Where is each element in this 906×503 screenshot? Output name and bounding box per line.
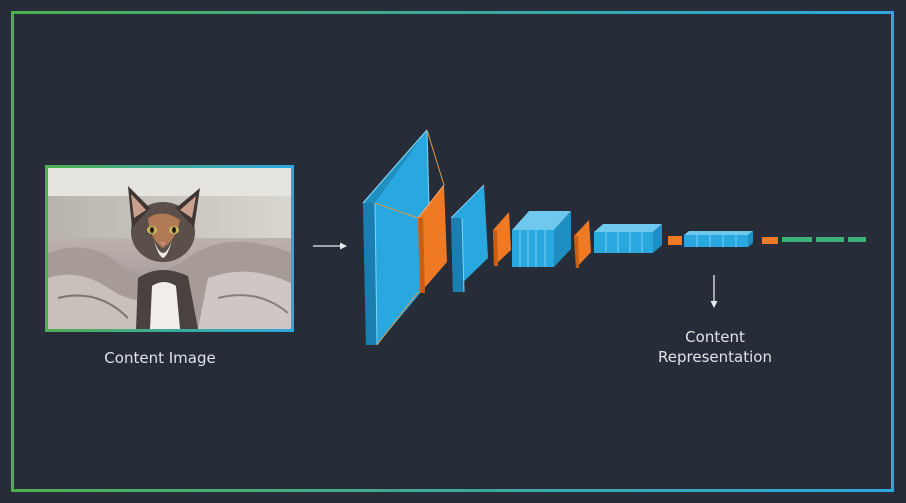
fc-layer-2 [816,237,844,242]
content-representation-line1: Content [685,328,745,346]
content-representation-label: Content Representation [630,327,800,367]
conv-layer-1 [362,129,432,346]
pool-layer-2 [493,212,511,266]
pool-layer-3 [574,220,591,268]
cat-photo [48,168,291,329]
arrow-right-icon [313,242,347,250]
conv-layer-5 [684,231,753,247]
conv-layer-2 [450,184,488,293]
conv-layer-4 [594,224,662,253]
fc-layer-3 [848,237,866,242]
arrow-down-icon [710,275,718,308]
content-image-frame [45,165,294,332]
projection-line [426,129,445,186]
pool-layer-4 [668,236,682,245]
pool-layer-5 [762,237,778,244]
projection-line [374,202,419,219]
content-image-label: Content Image [104,349,216,367]
pool-layer-1 [417,184,447,293]
projection-line [376,291,419,346]
conv-layer-3 [512,211,571,267]
content-representation-line2: Representation [658,348,772,366]
fc-layer-1 [782,237,812,242]
